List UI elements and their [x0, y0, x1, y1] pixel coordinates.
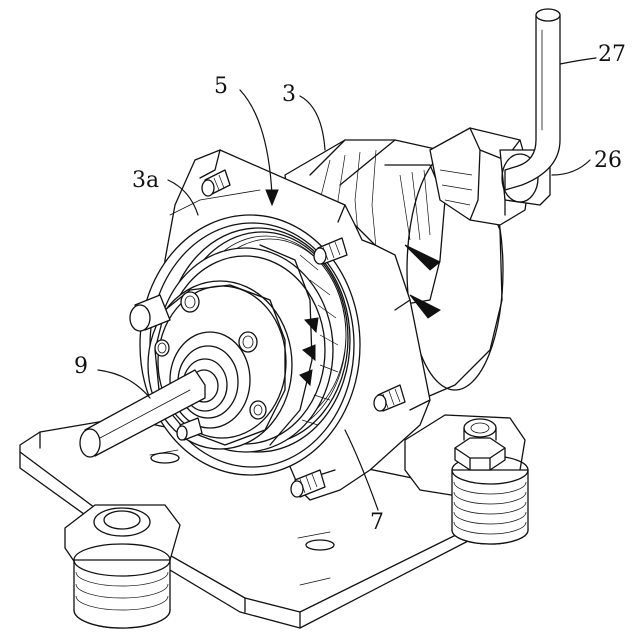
callout-5: 5	[214, 76, 228, 98]
mount-left	[65, 505, 180, 628]
callout-7: 7	[370, 512, 384, 534]
leader-27	[560, 58, 596, 64]
callout-3: 3	[282, 84, 296, 106]
screw-4	[250, 401, 266, 419]
leader-3	[300, 96, 325, 150]
callout-3a: 3a	[132, 170, 159, 192]
leader-26	[552, 160, 590, 175]
screw-2	[239, 332, 257, 352]
callout-26: 26	[594, 150, 622, 172]
screw-3	[155, 340, 169, 356]
screw-1	[181, 292, 199, 312]
callout-9: 9	[74, 356, 88, 378]
callout-27: 27	[598, 44, 626, 66]
